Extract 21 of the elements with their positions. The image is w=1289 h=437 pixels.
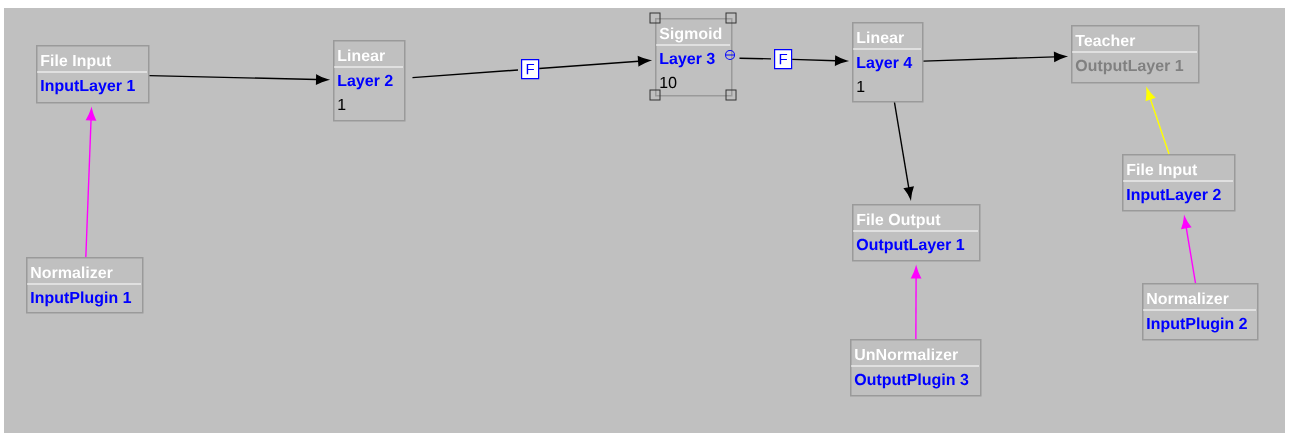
layer-box: Linear Layer 4 1: [852, 22, 924, 103]
arrow: [538, 56, 650, 70]
synapse-box: F: [521, 59, 540, 80]
layer-box: Normalizer InputPlugin 2: [1142, 283, 1259, 341]
arrow: [148, 74, 328, 85]
arrow: [893, 101, 914, 199]
layer-box: UnNormalizer OutputPlugin 3: [850, 339, 982, 397]
arrow: [791, 55, 847, 66]
arrow: [85, 108, 96, 258]
layer-box: Sigmoid Layer 3 10: [655, 18, 735, 97]
layer-box: Teacher OutputLayer 1: [1071, 25, 1200, 84]
arrow: [922, 51, 1066, 62]
arrow: [911, 266, 922, 340]
layer-box: File Input InputLayer 1: [36, 45, 150, 104]
arrow: [1145, 88, 1170, 155]
arrow: [1181, 216, 1197, 284]
layer-box: File Output OutputLayer 1: [852, 204, 981, 262]
layer-box: Linear Layer 2 1: [333, 40, 406, 122]
layer-box: Normalizer InputPlugin 1: [26, 257, 144, 314]
synapse-box: F: [774, 49, 793, 70]
layer-box: File Input InputLayer 2: [1122, 154, 1236, 212]
